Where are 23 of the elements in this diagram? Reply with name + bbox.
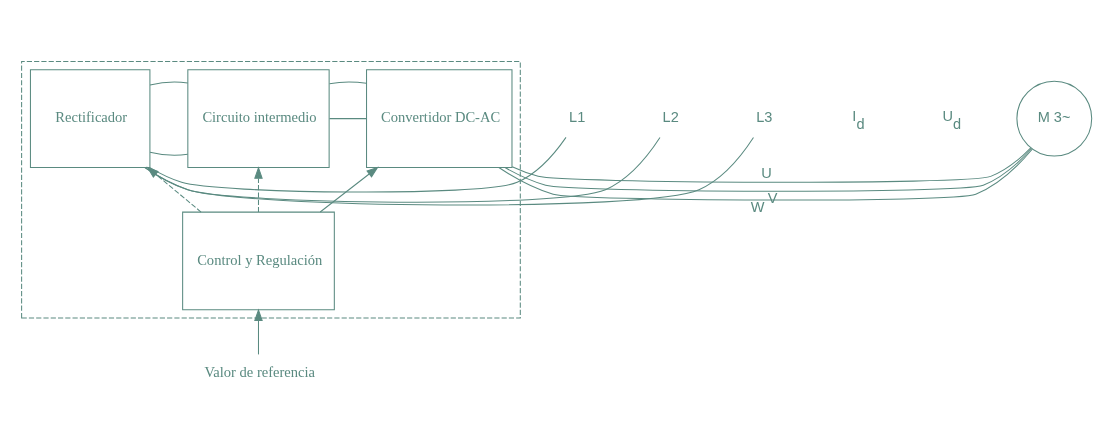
connector [504, 147, 1032, 192]
node-box: Rectificador [29, 68, 151, 168]
connector [149, 151, 189, 156]
node-text: Valor de referencia [204, 363, 315, 380]
connector [328, 80, 367, 84]
connector [149, 80, 189, 86]
arrow [254, 307, 263, 355]
edge-label: W [750, 198, 765, 215]
connector [511, 146, 1032, 183]
arrow [254, 165, 263, 213]
connector [498, 148, 1033, 201]
node-box: Convertidor DC-AC [366, 68, 513, 168]
node-text: L1 [569, 108, 586, 125]
node-box: Control y Regulación [182, 211, 335, 310]
node-circle: M 3~ [1016, 80, 1093, 157]
node-box: Circuito intermedio [187, 68, 330, 168]
node-text: L3 [756, 108, 773, 125]
edge-label: V [767, 189, 778, 206]
arrow [319, 166, 379, 213]
edge-label: U [761, 164, 772, 181]
connector [328, 117, 367, 119]
connector [149, 136, 567, 193]
node-text: L2 [662, 108, 679, 125]
